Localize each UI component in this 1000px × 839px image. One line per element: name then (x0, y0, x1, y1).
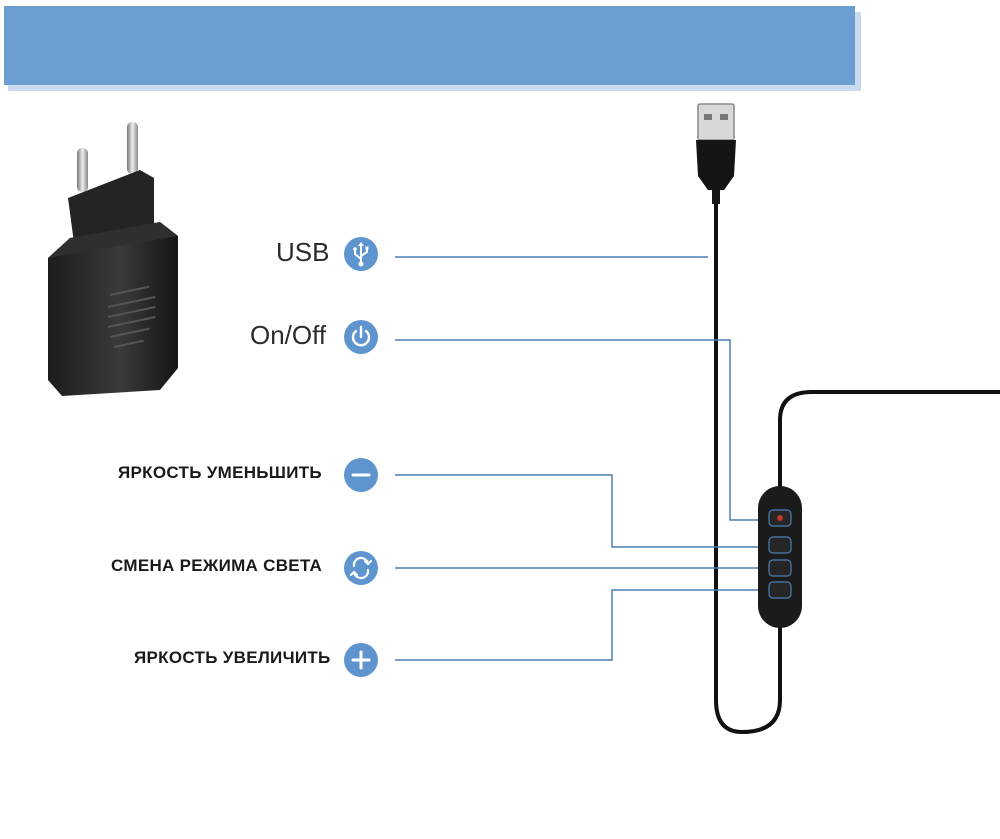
brightness-down-label: ЯРКОСТЬ УМЕНЬШИТЬ (118, 463, 322, 482)
on-off-label: On/Off (250, 320, 327, 350)
minus-icon (344, 458, 378, 492)
swap-icon (344, 551, 378, 585)
power-icon (344, 320, 378, 354)
inline-switch-image (758, 486, 802, 628)
usb-charger-image (48, 122, 178, 396)
brightness-up-label: ЯРКОСТЬ УВЕЛИЧИТЬ (134, 648, 331, 667)
usb-label: USB (276, 237, 330, 267)
header-banner-shadow-right (855, 12, 861, 91)
header-banner (4, 6, 855, 85)
plus-icon (344, 643, 378, 677)
header-banner-shadow (8, 85, 860, 91)
mode-change-label: СМЕНА РЕЖИМА СВЕТА (111, 556, 323, 575)
usb-icon (344, 237, 378, 271)
usb-plug-image (696, 103, 736, 204)
